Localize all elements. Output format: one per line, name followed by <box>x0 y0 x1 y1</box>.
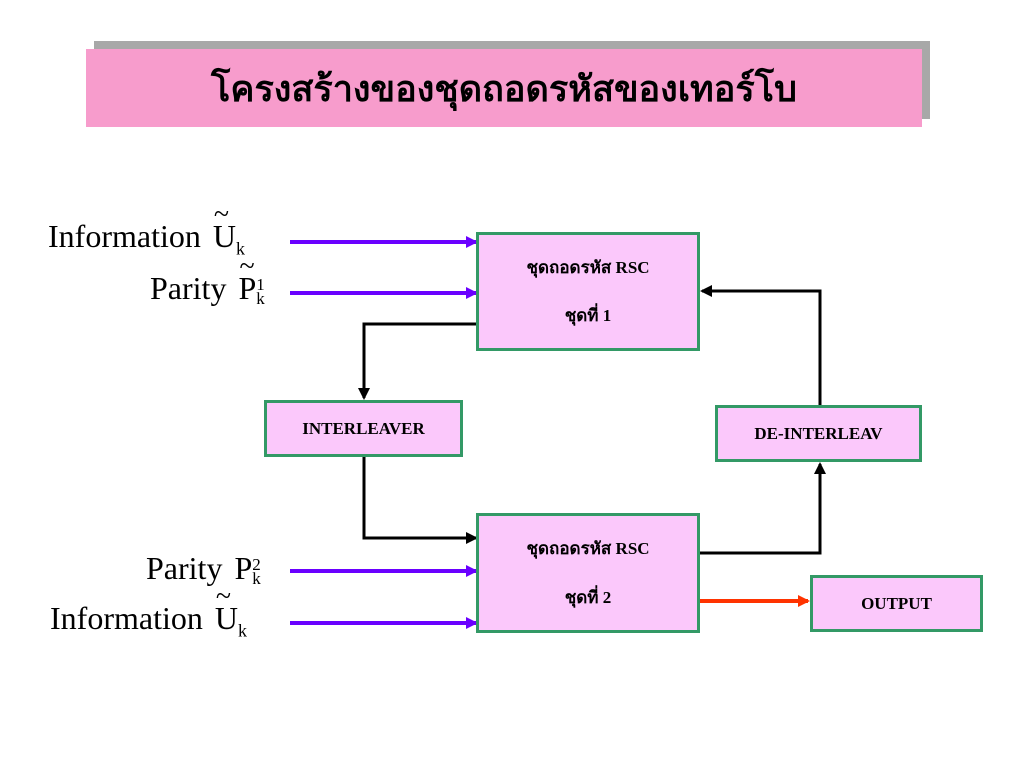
symbol-subscript: k <box>252 568 261 588</box>
title-banner: โครงสร้างของชุดถอดรหัสของเทอร์โบ <box>86 49 922 127</box>
wire-decoder1-to-interleaver <box>358 322 476 400</box>
symbol-letter: U <box>212 218 236 254</box>
wire-decoder2-to-deinterleaver <box>700 462 826 555</box>
input-info2-label: Information <box>50 600 203 636</box>
interleaver-label: INTERLEAVER <box>302 418 425 438</box>
decoder1-title: ชุดถอดรหัส RSC <box>526 257 650 277</box>
symbol-subscript: k <box>235 238 245 259</box>
deinterleaver-block: DE-INTERLEAV <box>715 405 922 462</box>
input-info1: Information ~Uk <box>48 199 245 259</box>
input-info1-label: Information <box>48 218 201 254</box>
decoder1-subtitle: ชุดที่ 1 <box>564 306 612 326</box>
symbol-letter: U <box>214 600 238 636</box>
output-block: OUTPUT <box>810 575 983 632</box>
symbol-u-tilde: ~Uk <box>214 581 247 641</box>
symbol-subscript: k <box>237 620 247 641</box>
rsc-decoder-2-block: ชุดถอดรหัส RSC ชุดที่ 2 <box>476 513 700 633</box>
wire-interleaver-to-decoder2 <box>362 457 478 544</box>
symbol-letter: P <box>238 270 257 306</box>
interleaver-block: INTERLEAVER <box>264 400 463 457</box>
symbol-letter: P <box>234 550 253 586</box>
input-info2: Information ~Uk <box>50 581 247 641</box>
symbol-superscript: 2 <box>252 554 261 574</box>
wire-deinterleaver-to-decoder1 <box>700 285 822 405</box>
decoder2-title: ชุดถอดรหัส RSC <box>526 539 650 558</box>
deinterleaver-label: DE-INTERLEAV <box>754 423 883 443</box>
rsc-decoder-1-block: ชุดถอดรหัส RSC ชุดที่ 1 <box>476 232 700 351</box>
tilde-mark: ~ <box>239 251 255 282</box>
tilde-mark: ~ <box>213 199 229 230</box>
tilde-mark: ~ <box>215 581 231 612</box>
decoder2-subtitle: ชุดที่ 2 <box>564 588 612 607</box>
page-title: โครงสร้างของชุดถอดรหัสของเทอร์โบ <box>211 67 797 110</box>
input-parity2-label: Parity <box>146 550 223 586</box>
output-label: OUTPUT <box>861 593 932 613</box>
input-parity1-label: Parity <box>150 270 227 306</box>
symbol-superscript: 1 <box>256 274 265 294</box>
symbol-u-tilde: ~Uk <box>212 199 245 259</box>
symbol-subscript: k <box>256 288 265 308</box>
